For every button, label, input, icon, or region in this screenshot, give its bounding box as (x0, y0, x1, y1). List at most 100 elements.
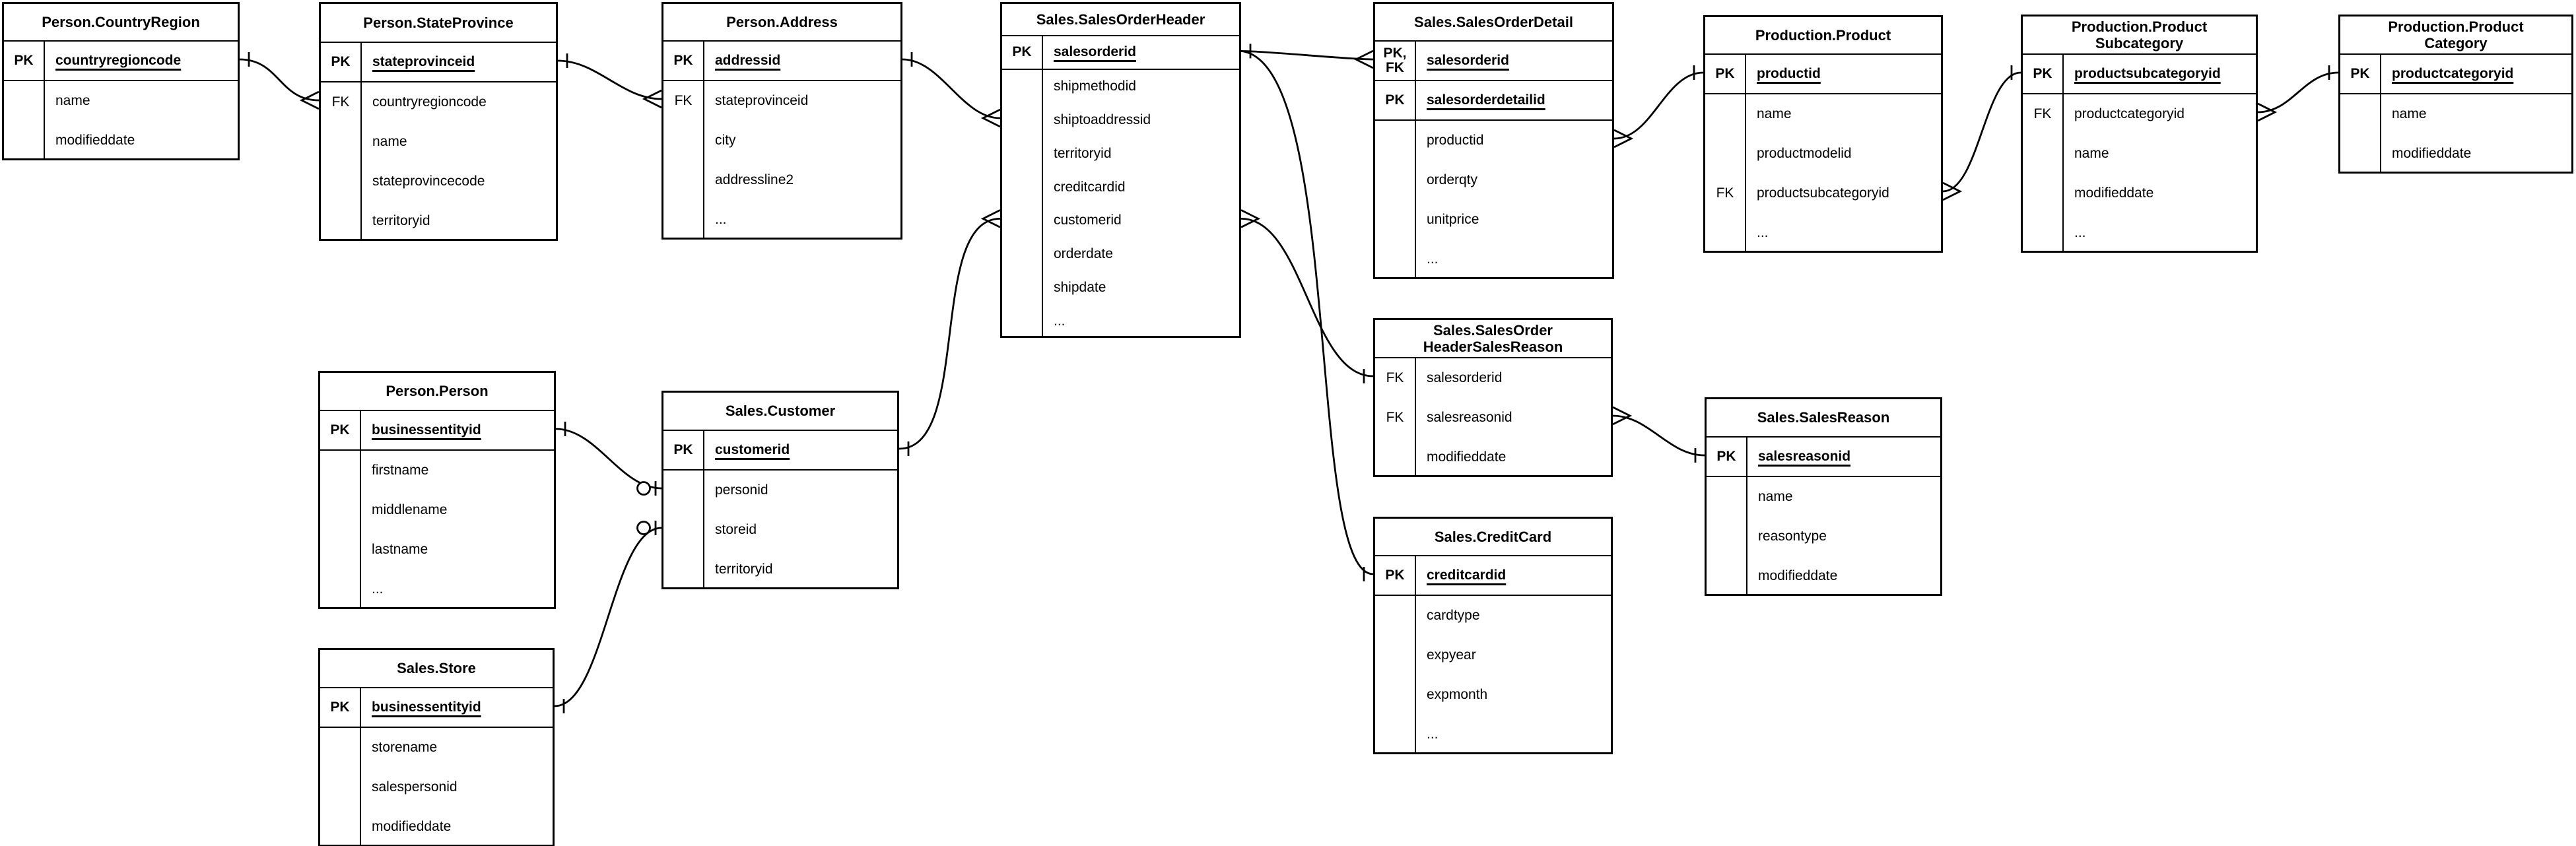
key-label (2340, 94, 2381, 134)
cardinality-many-icon (1612, 406, 1633, 426)
entity-title: Production.Product Subcategory (2023, 16, 2256, 55)
field-name: reasontype (1758, 529, 1827, 544)
field-name: city (715, 133, 736, 148)
field-name: name (1757, 106, 1792, 121)
attribute-row: salespersonid (320, 767, 553, 807)
key-label (1705, 134, 1746, 174)
relationship-headersalesreason-salesreason (1612, 406, 1705, 463)
attribute-row: lastname (320, 530, 554, 569)
key-label: PK (1002, 36, 1043, 69)
attribute-row: unitprice (1375, 200, 1612, 240)
attribute-row: expyear (1375, 635, 1611, 675)
attribute-row: storename (320, 728, 553, 767)
field-name: salesorderid (1427, 53, 1509, 68)
key-label (2340, 134, 2381, 174)
entity-title: Sales.Customer (663, 393, 897, 431)
cardinality-many-icon (1613, 129, 1634, 148)
entity-title: Person.CountryRegion (4, 4, 238, 42)
field-name: orderdate (1054, 246, 1113, 262)
entity-title: Person.Address (663, 4, 900, 42)
key-label (1375, 438, 1416, 477)
field-name: salesreasonid (1427, 410, 1512, 425)
relationship-person-customer (555, 422, 662, 496)
cardinality-many-icon (642, 89, 662, 109)
cardinality-many-icon (299, 90, 320, 110)
field-name: productsubcategoryid (1757, 185, 1889, 201)
field-name: orderqty (1427, 172, 1478, 187)
key-label: PK (663, 431, 704, 469)
attribute-row: customerid (1002, 203, 1239, 238)
field-name: salesorderid (1427, 370, 1503, 385)
attribute-row: name (1705, 94, 1941, 134)
attribute-row: productid (1375, 121, 1612, 160)
field-name: shipdate (1054, 279, 1106, 295)
key-label (320, 807, 361, 846)
field-name: customerid (715, 442, 790, 457)
relationship-product-productsubcategory (1942, 65, 2021, 201)
field-name: name (2392, 106, 2427, 121)
entity-title: Person.StateProvince (321, 4, 556, 43)
field-name: ... (2074, 225, 2086, 240)
relationship-stateprovince-address (557, 53, 662, 109)
field-name: ... (1757, 225, 1769, 240)
attribute-row: reasontype (1707, 517, 1940, 556)
entity-title: Sales.Store (320, 650, 553, 688)
key-label (1375, 675, 1416, 715)
key-label (321, 122, 362, 162)
entity-title: Sales.SalesOrderDetail (1375, 4, 1612, 42)
entity-title: Sales.SalesOrderHeader (1002, 4, 1239, 36)
field-name: productcategoryid (2392, 66, 2514, 81)
field-name: firstname (372, 463, 429, 478)
key-label (4, 81, 45, 121)
relationship-salesorderheader-headersalesreason (1240, 209, 1374, 383)
attribute-row: orderqty (1375, 160, 1612, 200)
attribute-row: ... (1002, 304, 1239, 339)
key-label (320, 530, 361, 569)
attribute-row: territoryid (663, 550, 897, 589)
field-name: storename (372, 740, 438, 755)
key-label (1375, 240, 1416, 279)
key-label (4, 121, 45, 160)
attribute-row: creditcardid (1002, 170, 1239, 204)
field-name: creditcardid (1054, 179, 1126, 195)
attribute-row: ... (663, 200, 900, 240)
attribute-row: territoryid (321, 201, 556, 241)
attribute-row: modifieddate (2340, 134, 2571, 174)
key-label (663, 121, 704, 160)
cardinality-many-icon (1942, 181, 1963, 201)
relationship-salesorderheader-salesorderdetail (1240, 44, 1374, 69)
key-label: PK (2340, 55, 2381, 93)
field-name: addressid (715, 53, 781, 68)
field-name: salesreasonid (1758, 449, 1851, 464)
attribute-row: name (1707, 477, 1940, 517)
key-label (1375, 160, 1416, 200)
field-name: stateprovinceid (372, 54, 475, 69)
cardinality-zeroone-icon (636, 521, 657, 535)
key-label: PK (4, 42, 45, 80)
field-name: ... (372, 581, 384, 597)
field-name: ... (1427, 251, 1439, 267)
cardinality-many-icon (980, 108, 1001, 128)
